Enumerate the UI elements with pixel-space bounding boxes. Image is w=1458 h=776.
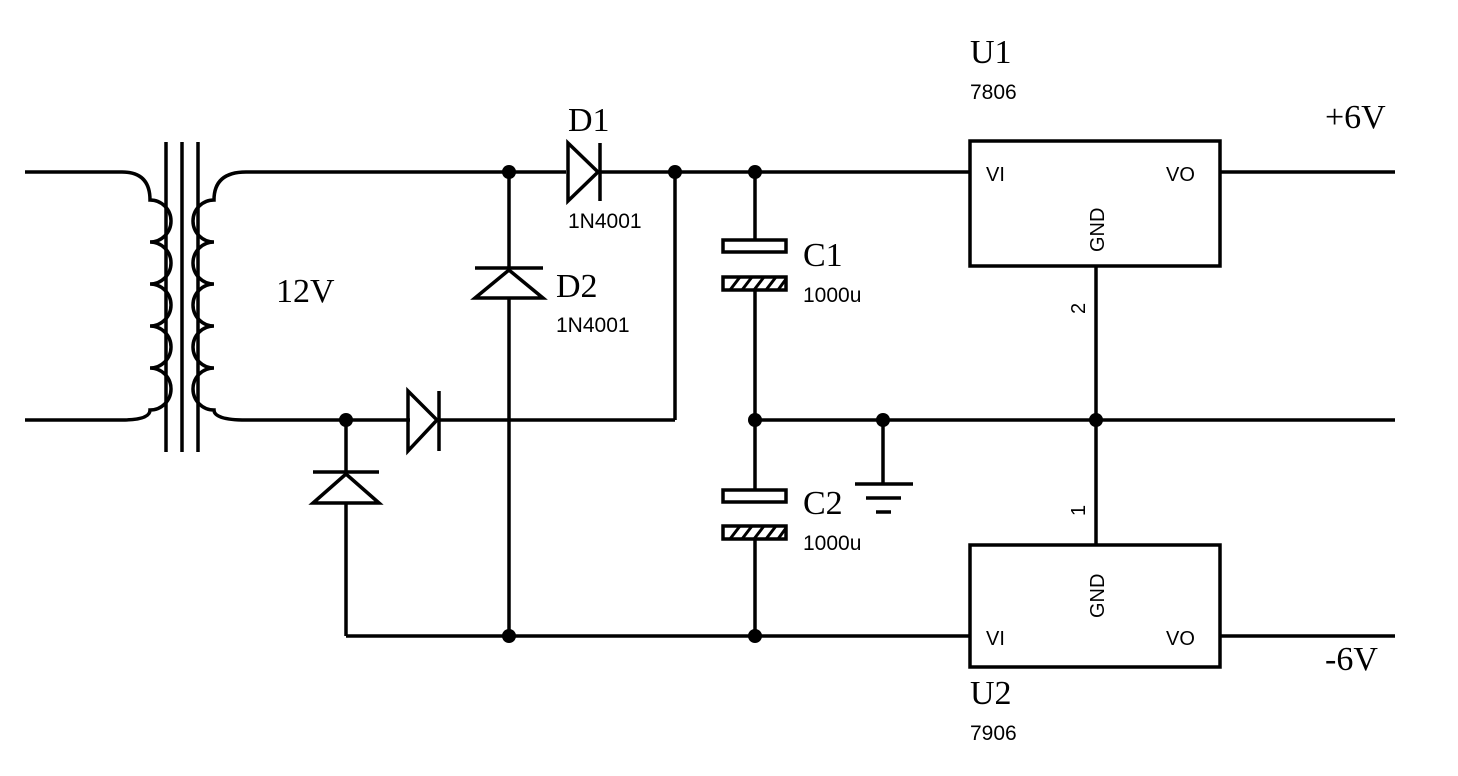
- regulator-u2-body: [968, 543, 1222, 669]
- junction-dot: [748, 413, 762, 427]
- regulator-u1-gnd-pin-number: 2: [1068, 303, 1090, 314]
- capacitor-c2: C2 1000u: [721, 485, 861, 555]
- wiring: [246, 170, 1395, 638]
- diode-d1-ref: D1: [568, 102, 610, 139]
- regulator-u2-ref: U2: [970, 675, 1012, 712]
- diode-d2-ref: D2: [556, 268, 598, 305]
- diode-d2-value: 1N4001: [556, 314, 630, 337]
- regulator-u1: U1 7806 VI VO GND 2: [968, 34, 1222, 314]
- output-positive-label: +6V: [1325, 99, 1386, 136]
- regulator-u2-gnd-pin-number: 1: [1068, 505, 1090, 516]
- capacitor-c2-plate-plain: [721, 488, 788, 504]
- regulator-u1-pin-gnd: GND: [1087, 208, 1109, 252]
- regulator-u2-pin-gnd: GND: [1087, 574, 1109, 618]
- junction-dot: [748, 165, 762, 179]
- diode-d2-triangle: [470, 267, 548, 300]
- diode-d4-triangle: [308, 471, 384, 505]
- regulator-u2-pin-in: VI: [986, 628, 1005, 650]
- junction-dot: [748, 629, 762, 643]
- capacitor-c2-ref: C2: [803, 485, 843, 522]
- regulator-u2-pin-out: VO: [1166, 628, 1195, 650]
- regulator-u1-pin-in: VI: [986, 164, 1005, 186]
- junction-dot: [502, 629, 516, 643]
- regulator-u2: U2 7906 VI VO GND 1: [968, 505, 1222, 745]
- junction-dots: [339, 165, 1103, 643]
- output-negative-label: -6V: [1325, 641, 1378, 678]
- transformer: 12V: [25, 142, 335, 452]
- capacitor-c1-value: 1000u: [803, 284, 861, 307]
- regulator-u1-body: [968, 139, 1222, 268]
- diode-d1: D1 1N4001: [566, 102, 642, 233]
- diode-d2: D2 1N4001: [470, 266, 630, 337]
- regulator-u1-ref: U1: [970, 34, 1012, 71]
- capacitor-c2-value: 1000u: [803, 532, 861, 555]
- capacitor-c1-hatch: [728, 276, 788, 291]
- secondary-winding: [191, 170, 247, 422]
- diode-d4: [308, 470, 384, 505]
- capacitor-c1: C1 1000u: [721, 237, 861, 307]
- capacitor-c2-hatch: [728, 525, 788, 540]
- junction-dot: [339, 413, 353, 427]
- diode-d1-triangle: [566, 138, 601, 206]
- capacitor-c1-plate-plain: [721, 238, 788, 254]
- capacitor-c1-ref: C1: [803, 237, 843, 274]
- primary-winding: [121, 170, 173, 422]
- regulator-u2-value: 7906: [970, 722, 1017, 745]
- junction-dot: [1089, 413, 1103, 427]
- junction-dot: [876, 413, 890, 427]
- ground-symbol-icon: [855, 482, 913, 514]
- diode-d3: [406, 386, 441, 456]
- junction-dot: [668, 165, 682, 179]
- diode-d1-value: 1N4001: [568, 210, 642, 233]
- secondary-voltage-label: 12V: [276, 273, 335, 310]
- regulator-u1-value: 7806: [970, 81, 1017, 104]
- regulator-u1-pin-out: VO: [1166, 164, 1195, 186]
- diode-d3-triangle: [406, 386, 440, 456]
- junction-dot: [502, 165, 516, 179]
